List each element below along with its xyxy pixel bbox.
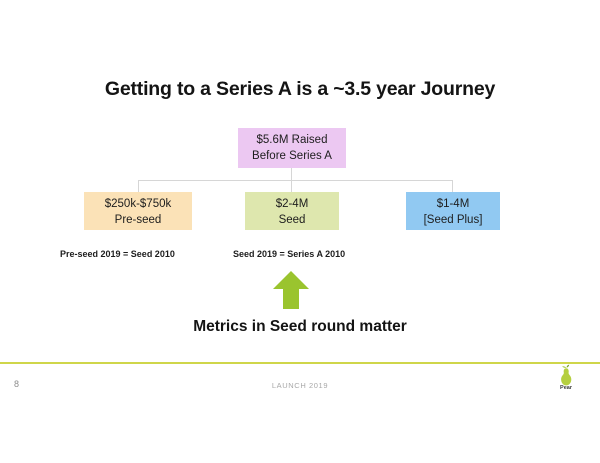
up-arrow-icon [273,271,309,309]
footer-event-label: LAUNCH 2019 [271,381,329,390]
takeaway-headline: Metrics in Seed round matter [193,318,407,335]
node-total-raised-amount: $5.6M Raised [256,134,328,146]
node-seed-plus: $1-4M [Seed Plus] [406,192,500,230]
node-seed: $2-4M Seed [245,192,339,230]
caption-seed-equivalence: Seed 2019 = Series A 2010 [233,249,346,259]
node-total-raised: $5.6M Raised Before Series A [238,128,346,168]
connector-drop-seed [291,180,293,192]
page-title: Getting to a Series A is a ~3.5 year Jou… [104,78,496,100]
node-preseed-amount: $250k-$750k [104,198,172,210]
connector-drop-seedplus [452,180,454,192]
connector-horizontal-bar [138,180,453,182]
connector-drop-preseed [138,180,140,192]
pear-icon [561,364,572,386]
node-seed-label: Seed [278,213,306,226]
node-preseed-label: Pre-seed [114,213,162,226]
node-total-raised-label: Before Series A [252,149,332,162]
brand-name: Pear [560,385,572,391]
page-number: 8 [14,379,20,389]
caption-preseed-equivalence: Pre-seed 2019 = Seed 2010 [60,249,175,259]
node-seed-plus-label: [Seed Plus] [423,213,483,226]
node-seed-plus-amount: $1-4M [436,198,470,210]
node-seed-amount: $2-4M [275,198,309,210]
node-preseed: $250k-$750k Pre-seed [84,192,192,230]
brand-logo: Pear [552,364,580,394]
connector-stub [291,168,293,181]
footer-divider [0,362,600,364]
